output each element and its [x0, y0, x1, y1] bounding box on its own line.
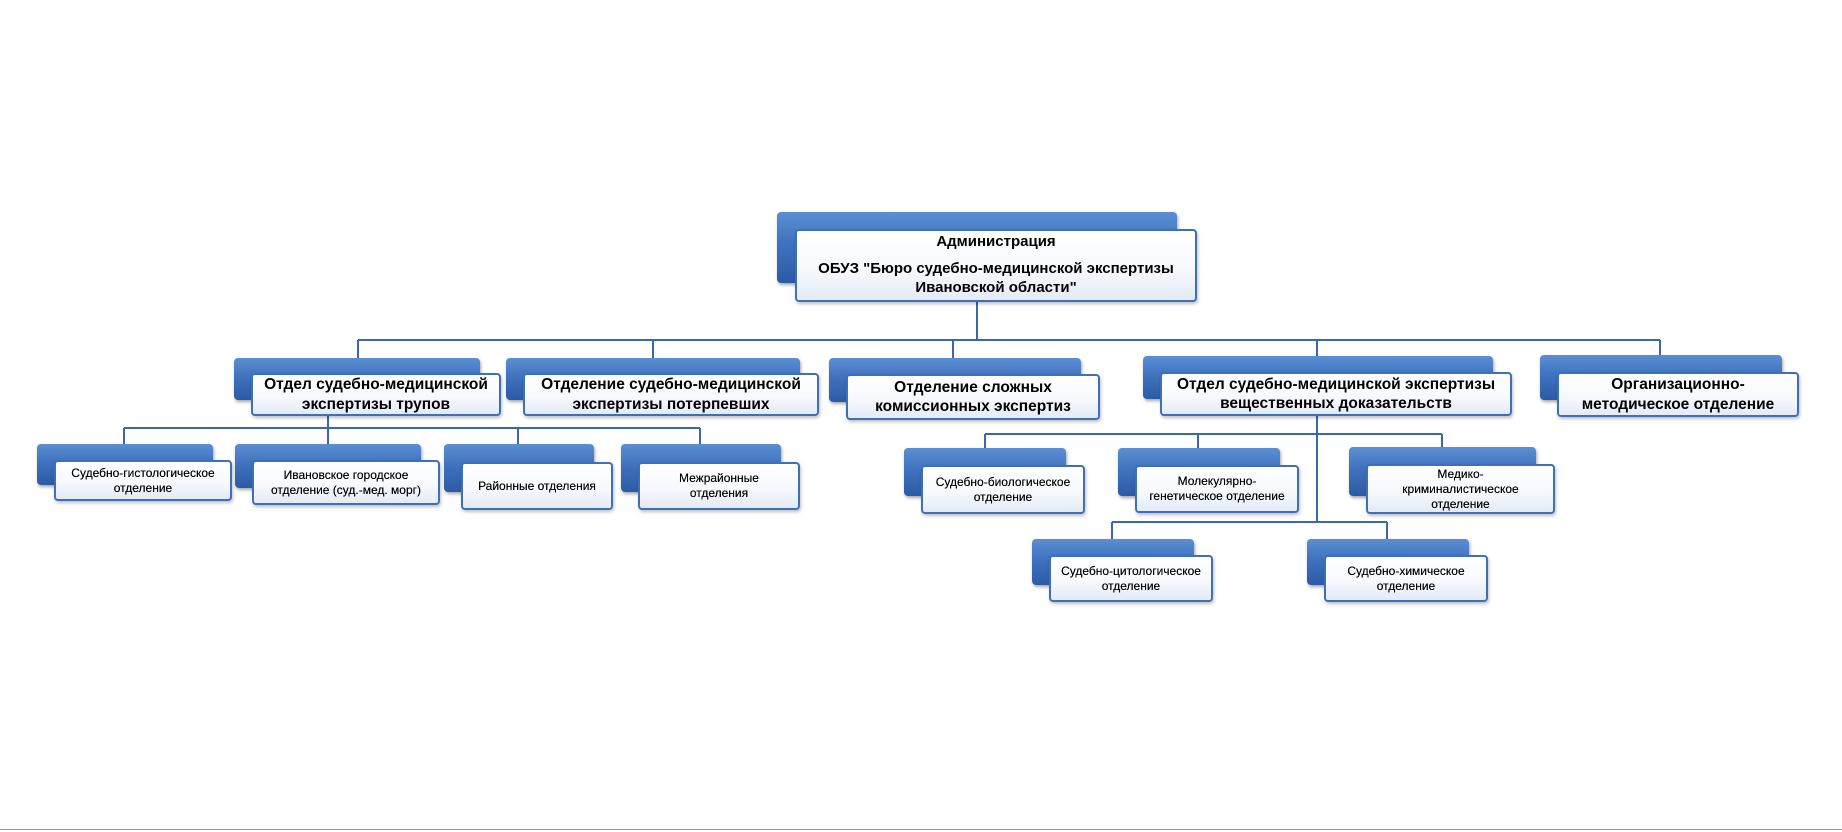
node-unit-chemistry: Судебно-химическое отделение [1307, 539, 1489, 603]
node-label-line2: экспертизы трупов [301, 395, 451, 413]
node-unit-district: Районные отделения [444, 444, 614, 511]
node-label-line2: экспертизы потерпевших [572, 395, 770, 413]
node-dept-complex: Отделение сложных комиссионных экспертиз [829, 358, 1101, 421]
node-card: Администрация ОБУЗ "Бюро судебно-медицин… [795, 229, 1197, 302]
node-label-line1: Отделение сложных [894, 378, 1052, 396]
node-unit-cytology: Судебно-цитологическое отделение [1032, 539, 1214, 603]
node-unit-molecular-genetic: Молекулярно- генетическое отделение [1118, 448, 1300, 514]
node-label-line1: Медико- [1437, 466, 1484, 481]
node-card: Судебно-гистологическое отделение [54, 460, 232, 501]
node-unit-biology: Судебно-биологическое отделение [904, 448, 1086, 515]
node-label-line2: отделение [1376, 578, 1436, 593]
node-label-line1: Ивановское городское [283, 467, 409, 482]
node-label-line2: вещественных доказательств [1220, 395, 1452, 412]
node-unit-interdistrict: Межрайонные отделения [621, 444, 801, 511]
node-card: Отделение сложных комиссионных экспертиз [846, 374, 1100, 420]
node-dept-methodical: Организационно- методическое отделение [1540, 355, 1800, 418]
node-label-line1: Отдел судебно-медицинской экспертизы [1176, 375, 1496, 393]
node-label-line2: отделение [973, 489, 1033, 504]
node-label-line1: Судебно-цитологическое [1061, 563, 1201, 578]
node-label-line2: генетическое отделение [1149, 489, 1285, 503]
node-label-line2: отделение (суд.-мед. морг) [270, 482, 422, 497]
node-card: Судебно-химическое отделение [1324, 555, 1488, 602]
node-label-line1: Отделение судебно-медицинской [541, 376, 801, 394]
node-label-line2: комиссионных экспертиз [875, 398, 1071, 415]
node-label-line2: отделения [689, 486, 749, 500]
node-card: Отдел судебно-медицинской экспертизы вещ… [1160, 372, 1512, 416]
node-card: Судебно-цитологическое отделение [1049, 555, 1213, 602]
node-title: Администрация [936, 233, 1056, 251]
node-subtitle-line2: Ивановской области" [915, 278, 1077, 296]
node-subtitle-line1: ОБУЗ "Бюро судебно-медицинской экспертиз… [818, 260, 1174, 278]
node-dept-evidence: Отдел судебно-медицинской экспертизы вещ… [1143, 356, 1513, 417]
node-label-line2: методическое отделение [1581, 395, 1775, 413]
node-card: Медико- криминалистическое отделение [1366, 464, 1555, 514]
node-label-line1: Молекулярно- [1177, 474, 1257, 488]
node-label-line2: криминалистическое [1402, 481, 1519, 496]
node-label-line1: Судебно-биологическое [935, 474, 1071, 489]
node-label-line1: Районные отделения [478, 478, 596, 493]
node-label-line1: Межрайонные [679, 471, 759, 485]
node-card: Отделение судебно-медицинской экспертизы… [523, 373, 819, 416]
node-label-line2: отделение [113, 480, 173, 495]
node-label-line1: Судебно-химическое [1347, 563, 1465, 578]
node-dept-corpses: Отдел судебно-медицинской экспертизы тру… [234, 358, 502, 417]
node-label-line1: Организационно- [1611, 376, 1745, 394]
node-dept-victims: Отделение судебно-медицинской экспертизы… [506, 358, 820, 417]
node-card: Районные отделения [461, 462, 613, 510]
bottom-divider [0, 829, 1842, 830]
node-card: Организационно- методическое отделение [1557, 372, 1799, 417]
node-unit-ivanovo-morgue: Ивановское городское отделение (суд.-мед… [235, 444, 441, 506]
node-card: Ивановское городское отделение (суд.-мед… [252, 460, 440, 505]
node-label-line3: отделение [1431, 496, 1490, 511]
node-unit-criminalistic: Медико- криминалистическое отделение [1349, 447, 1556, 515]
node-card: Отдел судебно-медицинской экспертизы тру… [251, 373, 501, 416]
node-card: Молекулярно- генетическое отделение [1135, 465, 1299, 513]
node-card: Межрайонные отделения [638, 462, 800, 510]
node-administration: Администрация ОБУЗ "Бюро судебно-медицин… [777, 212, 1199, 304]
node-card: Судебно-биологическое отделение [921, 465, 1085, 514]
node-label-line1: Судебно-гистологическое [71, 465, 215, 480]
node-label-line1: Отдел судебно-медицинской [264, 376, 488, 394]
node-unit-histology: Судебно-гистологическое отделение [37, 444, 233, 502]
node-label-line2: отделение [1101, 578, 1161, 593]
